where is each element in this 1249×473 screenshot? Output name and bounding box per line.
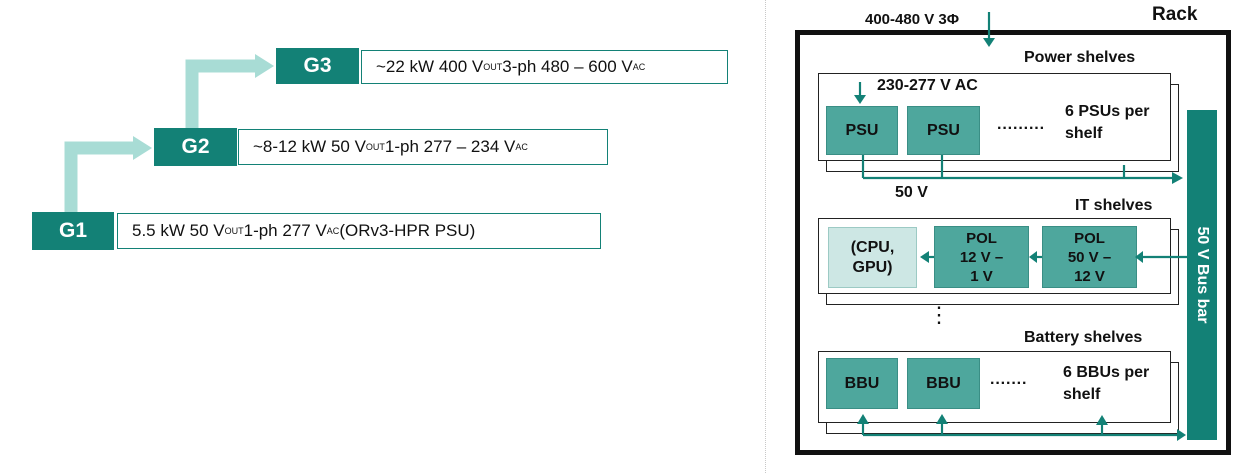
generation-badge-g2: G2 [154, 128, 237, 166]
generation-badge-g1: G1 [32, 212, 114, 250]
rack-frame [795, 30, 1231, 455]
dc-output-label: 50 V [895, 184, 928, 201]
rack-title: Rack [1152, 4, 1198, 25]
battery-shelves-label: Battery shelves [1024, 329, 1143, 346]
generation-arrows [64, 54, 274, 212]
bbu-module-2: BBU [907, 358, 980, 409]
it-shelves-label: IT shelves [1075, 197, 1153, 214]
bbu-module-1: BBU [826, 358, 898, 409]
psu-count-label: 6 PSUs per shelf [1065, 103, 1150, 142]
psu-module-1: PSU [826, 106, 898, 155]
panel-divider [765, 0, 766, 473]
ac-input-label: 230-277 V AC [877, 77, 978, 94]
psu-module-2: PSU [907, 106, 980, 155]
power-shelves-label: Power shelves [1024, 49, 1136, 66]
bbu-ellipsis: ······· [990, 375, 1028, 392]
bbu-count-label: 6 BBUs per shelf [1063, 364, 1150, 403]
bus-bar: 50 V Bus bar [1187, 110, 1217, 440]
more-shelves-ellipsis: ⋮ [928, 302, 950, 327]
generation-badge-g3: G3 [276, 48, 359, 84]
rack-input-label: 400-480 V 3Φ [865, 11, 960, 28]
bus-bar-label: 50 V Bus bar [1194, 226, 1211, 324]
cpu-gpu-load: (CPU,GPU) [828, 227, 917, 288]
psu-ellipsis: ········· [997, 120, 1045, 137]
